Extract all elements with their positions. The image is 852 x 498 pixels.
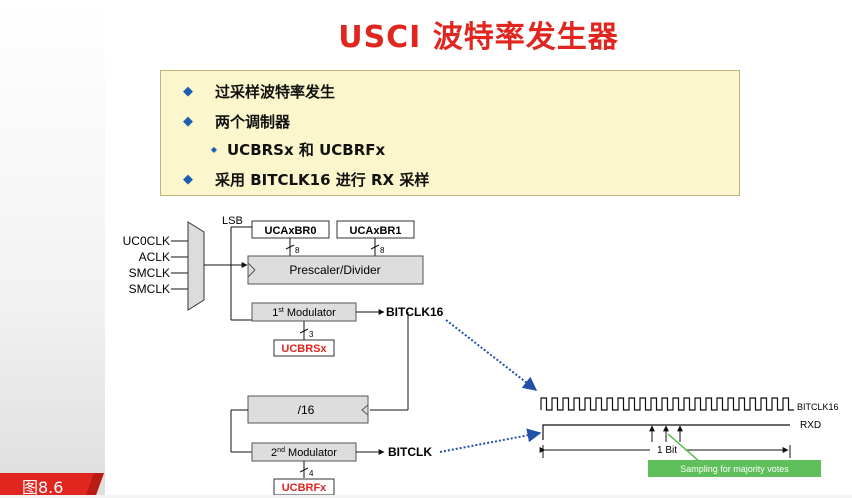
ucbrfx-register	[273, 478, 335, 495]
bus-width-label: 3	[309, 330, 314, 339]
slide-title: USCI 波特率发生器	[338, 20, 619, 55]
bitclk-dotted-arrow	[439, 428, 542, 453]
ucbrsx-register	[273, 339, 335, 357]
prescaler-label: Prescaler/Divider	[289, 263, 380, 277]
sub-bullet-item: ◆ UCBRSx 和 UCBRFx	[161, 137, 385, 161]
prescaler-divider-block	[247, 255, 424, 285]
bitclk16-dotted-arrow	[445, 319, 538, 391]
diamond-bullet-icon: ◆	[183, 171, 193, 187]
bus-width-label: 8	[380, 246, 385, 255]
figure-label-text: 图8.6	[22, 478, 64, 497]
bullet-text: UCBRSx 和 UCBRFx	[227, 140, 386, 159]
ucbrfx-label: UCBRFx	[282, 482, 327, 494]
mux-input-label: ACLK	[139, 250, 170, 264]
small-diamond-bullet-icon: ◆	[210, 144, 218, 154]
one-bit-label: 1 Bit	[657, 445, 677, 456]
mux-input-label: SMCLK	[129, 282, 170, 296]
first-modulator-label: 1st Modulator	[272, 307, 336, 319]
left-background-panel	[0, 0, 105, 495]
sampling-callout	[648, 460, 821, 477]
timing-bitclk16-label: BITCLK16	[797, 402, 839, 412]
lsb-label: LSB	[222, 215, 243, 227]
bullet-item: ◆ 过采样波特率发生	[161, 79, 335, 103]
second-modulator-label: 2nd Modulator	[271, 447, 337, 459]
ucaxbr1-label: UCAxBR1	[350, 225, 402, 237]
diamond-bullet-icon: ◆	[183, 83, 193, 99]
ucbrsx-label: UCBRSx	[281, 343, 327, 355]
bus-width-label: 4	[309, 469, 314, 478]
divide-by-16-label: /16	[298, 403, 315, 417]
bullet-text: 采用 BITCLK16 进行 RX 采样	[215, 170, 430, 189]
mux-input-label: SMCLK	[129, 266, 170, 280]
rxd-waveform	[542, 424, 790, 440]
bitclk-output-label: BITCLK	[388, 445, 432, 459]
bitclk16-output-label: BITCLK16	[386, 305, 444, 319]
ucaxbr0-label: UCAxBR0	[265, 225, 317, 237]
divide-by-16-block	[247, 395, 369, 424]
bitclk16-waveform	[540, 397, 794, 411]
bullet-box: ◆ 过采样波特率发生 ◆ 两个调制器 ◆ UCBRSx 和 UCBRFx ◆ 采…	[160, 70, 740, 196]
sampling-callout-text: Sampling for majority votes	[680, 464, 789, 474]
mux-input-group: UC0CLK ACLK SMCLK SMCLK	[123, 234, 188, 296]
figure-label: 图8.6	[0, 473, 104, 497]
diamond-bullet-icon: ◆	[183, 113, 193, 129]
figure-label-tab	[0, 473, 104, 495]
bullet-item: ◆ 两个调制器	[161, 109, 290, 133]
bus-width-label: 8	[295, 246, 300, 255]
bullet-text: 两个调制器	[215, 112, 291, 131]
bullet-text: 过采样波特率发生	[215, 82, 336, 101]
timing-rxd-label: RXD	[800, 420, 821, 431]
callout-pointer	[667, 433, 701, 463]
mux-input-label: UC0CLK	[123, 234, 170, 248]
clock-mux-shape	[187, 221, 205, 311]
bullet-item: ◆ 采用 BITCLK16 进行 RX 采样	[161, 167, 429, 191]
